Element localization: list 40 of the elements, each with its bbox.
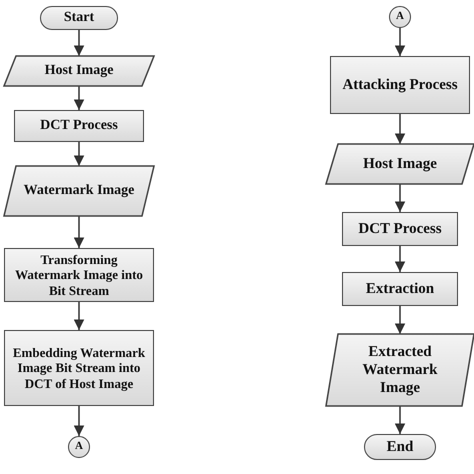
connector-circle [68,436,90,458]
node-label: Embedding Watermark Image Bit Stream into DCT of Host Image [12,344,146,392]
process-box [342,272,458,306]
arrow [394,184,406,212]
node-label: DCT Process [358,220,442,238]
arrow [394,28,406,56]
node-label: Attacking Process [342,76,458,94]
arrow [74,406,84,436]
node-label: End [386,438,414,456]
node-label: Host Image [363,155,437,173]
node-label: Watermark Image [24,182,134,200]
arrow [74,142,84,166]
node-label: Transforming Watermark Image into Bit Stream [14,252,144,298]
process-box [14,110,144,142]
node-label: Extracted Watermark Image [362,343,438,397]
terminator-shape [40,6,118,30]
process-box [4,248,154,302]
data-parallelogram [326,334,474,406]
data-parallelogram [326,144,474,184]
data-parallelogram [4,56,154,86]
data-parallelogram [4,166,154,216]
node-label: A [396,10,404,24]
process-box [342,212,458,246]
arrow [74,302,84,330]
arrow [74,216,84,248]
arrow [74,86,84,110]
process-box [4,330,154,406]
arrow [394,406,406,434]
node-label: Extraction [366,280,434,298]
arrow [394,306,406,334]
arrow [74,30,84,56]
arrow [394,114,406,144]
connector-circle [389,6,411,28]
node-label: A [75,440,83,454]
node-label: DCT Process [40,118,118,134]
terminator-shape [364,434,436,460]
process-box [330,56,470,114]
arrow [394,246,406,272]
node-label: Start [64,10,94,26]
node-label: Host Image [44,62,114,80]
